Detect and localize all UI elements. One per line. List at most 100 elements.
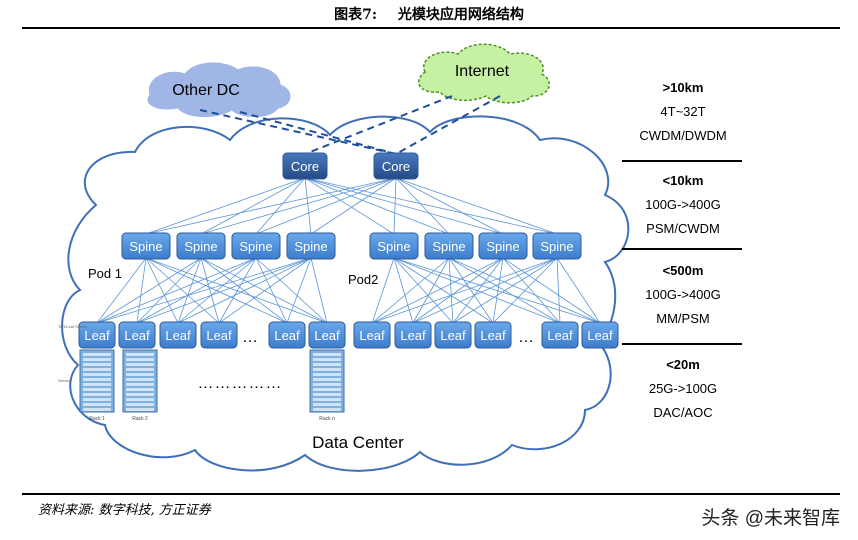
source-note: 资料来源: 数字科技, 方正证券 (38, 503, 211, 518)
rack-2: Rack 2 (122, 349, 158, 422)
spine-switch-7-box (478, 232, 528, 260)
rack-1-unit-7 (83, 383, 111, 386)
rack-2-unit-3 (126, 363, 154, 366)
rack-1-unit-10 (83, 398, 111, 401)
spine-leaf-link-0-0-0 (96, 257, 147, 324)
tier-1-type: CWDM/DWDM (639, 128, 727, 143)
spine-switch-6-box (424, 232, 474, 260)
core-spine-link-1-5 (395, 177, 450, 235)
tier-2-type: PSM/CWDM (646, 221, 720, 236)
spine-switch-8: Spine (532, 232, 582, 260)
spine-leaf-link-0-2-3 (218, 257, 257, 324)
rack-1-unit-3 (83, 363, 111, 366)
rack-1-label: Rack 1 (89, 416, 105, 422)
spine-leaf-link-0-2-1 (136, 257, 257, 324)
rack-3-unit-10 (313, 398, 341, 401)
leaf-switch-11: Leaf (541, 321, 579, 349)
leaf-switch-3: Leaf (159, 321, 197, 349)
spine-leaf-link-1-2-1 (412, 257, 504, 324)
core-spine-link-0-1 (200, 177, 306, 235)
spine-leaf-link-0-2-4 (255, 257, 288, 324)
spine-leaf-link-0-2-5 (255, 257, 328, 324)
wan-link-3 (395, 95, 501, 155)
tier-1-distance: >10km (662, 80, 704, 95)
spine-leaf-link-0-1-2 (177, 257, 202, 324)
rack-3-unit-9 (313, 393, 341, 396)
leaf-switch-11-box (541, 321, 579, 349)
rack-3-unit-3 (313, 363, 341, 366)
rack-3-unit-11 (313, 403, 341, 406)
core-switch-1-label: Core (291, 159, 319, 174)
spine-leaf-link-0-1-3 (200, 257, 220, 324)
core-spine-link-0-3 (304, 177, 312, 235)
leaf-switch-6: Leaf (308, 321, 346, 349)
leaf-switch-8-label: Leaf (400, 328, 426, 343)
leaf-ellipsis-pod2: … (518, 329, 534, 346)
spine-switch-8-label: Spine (540, 239, 573, 254)
spine-leaf-link-1-0-3 (393, 257, 494, 324)
tier-separator-3 (622, 343, 742, 345)
wan-link-2 (304, 95, 453, 155)
spine-leaf-link-1-1-1 (412, 257, 450, 324)
spine-leaf-link-1-2-3 (492, 257, 504, 324)
spine-switch-1-label: Spine (129, 239, 162, 254)
tier-3-distance: <500m (662, 263, 704, 278)
spine-leaf-link-0-2-2 (177, 257, 257, 324)
leaf-switch-9: Leaf (434, 321, 472, 349)
pod-1-label: Pod 1 (88, 266, 122, 281)
tier-2-distance: <10km (662, 173, 704, 188)
leaf-switch-8-box (394, 321, 432, 349)
rack-2-unit-1 (126, 353, 154, 356)
rack-2-unit-5 (126, 373, 154, 376)
leaf-switch-7-label: Leaf (359, 328, 385, 343)
leaf-switch-5-label: Leaf (274, 328, 300, 343)
leaf-switch-4: Leaf (200, 321, 238, 349)
spine-leaf-link-1-2-2 (452, 257, 504, 324)
rack-1-unit-5 (83, 373, 111, 376)
brand-watermark: 头条 @未来智库 (701, 508, 840, 529)
spine-switch-6: Spine (424, 232, 474, 260)
leaf-switch-9-label: Leaf (440, 328, 466, 343)
leaf-switch-4-box (200, 321, 238, 349)
leaf-switch-2: Leaf (118, 321, 156, 349)
spine-switch-4-box (286, 232, 336, 260)
rack-3-unit-12 (313, 408, 341, 411)
rack-1-unit-11 (83, 403, 111, 406)
data-center-cloud (61, 115, 630, 472)
servers-label: Servers (58, 378, 72, 383)
spine-leaf-link-0-3-4 (286, 257, 312, 324)
leaf-switch-3-box (159, 321, 197, 349)
spine-leaf-link-1-0-2 (393, 257, 454, 324)
wan-link-0 (199, 109, 397, 155)
leaf-switch-7: Leaf (353, 321, 391, 349)
leaf-switch-6-label: Leaf (314, 328, 340, 343)
spine-switch-5-box (369, 232, 419, 260)
core-spine-link-0-5 (304, 177, 450, 235)
spine-leaf-link-0-0-5 (145, 257, 328, 324)
rack-3-unit-6 (313, 378, 341, 381)
spine-leaf-link-1-0-4 (393, 257, 561, 324)
core-spine-link-0-6 (304, 177, 504, 235)
spine-leaf-link-0-1-5 (200, 257, 328, 324)
tier-4-type: DAC/AOC (653, 405, 713, 420)
core-spine-link-1-3 (310, 177, 397, 235)
leaf-switch-4-label: Leaf (206, 328, 232, 343)
spine-switch-1: Spine (121, 232, 171, 260)
spine-leaf-link-1-0-1 (393, 257, 414, 324)
spine-leaf-link-1-2-0 (371, 257, 504, 324)
rack-3-unit-2 (313, 358, 341, 361)
rack-2-unit-6 (126, 378, 154, 381)
rack-3-unit-8 (313, 388, 341, 391)
core-spine-link-0-4 (304, 177, 395, 235)
tier-4-rate: 25G->100G (648, 381, 718, 396)
rack-2-unit-4 (126, 368, 154, 371)
rack-1-unit-6 (83, 378, 111, 381)
rack-2-unit-7 (126, 383, 154, 386)
core-spine-link-0-7 (304, 177, 558, 235)
spine-leaf-link-1-1-2 (448, 257, 454, 324)
core-switch-2-box (373, 152, 419, 180)
core-spine-link-1-1 (200, 177, 397, 235)
rack-2-unit-9 (126, 393, 154, 396)
